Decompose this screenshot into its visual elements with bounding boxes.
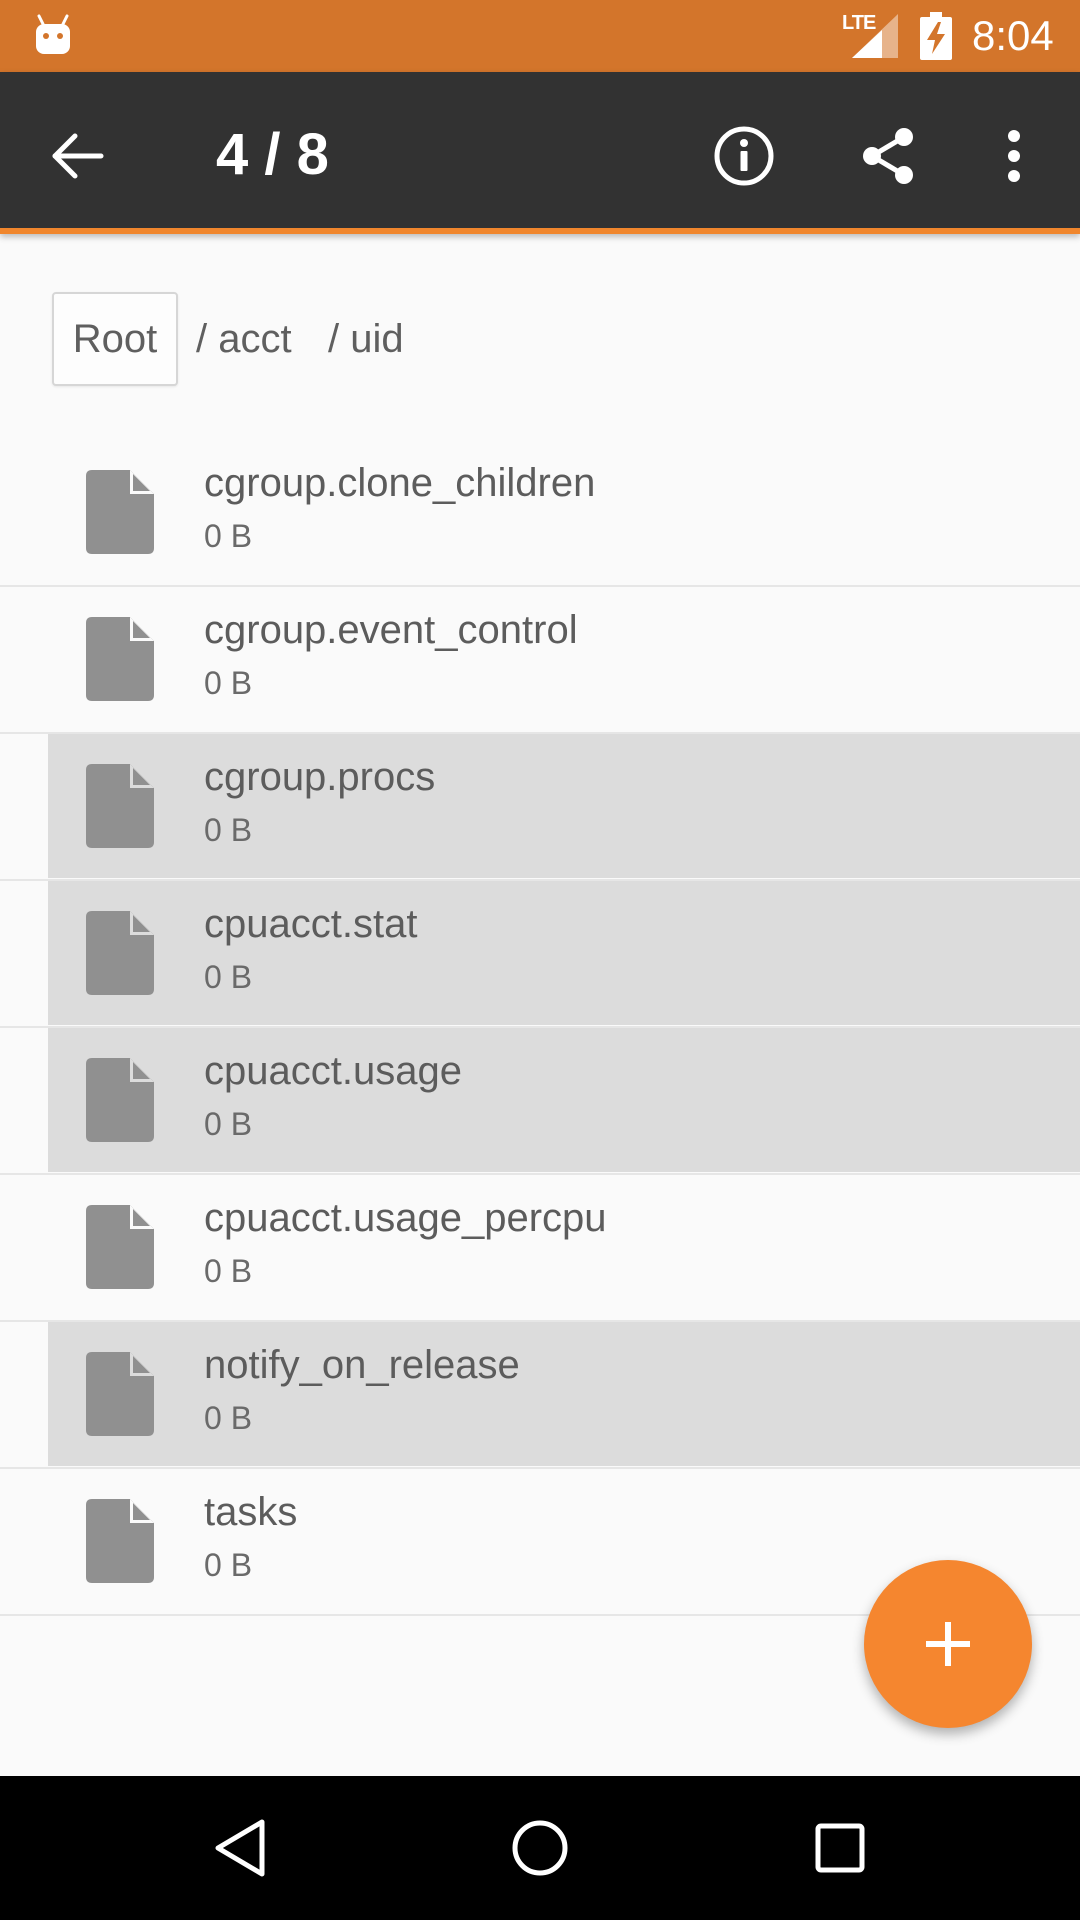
- selection-highlight: [48, 1322, 1080, 1466]
- file-size: 0 B: [204, 1400, 253, 1436]
- file-list-item[interactable]: cgroup.event_control 0 B: [0, 587, 1080, 734]
- plus-icon: [926, 1622, 970, 1666]
- info-icon: [714, 126, 774, 186]
- file-list-item[interactable]: cgroup.procs 0 B: [0, 734, 1080, 881]
- file-size: 0 B: [204, 1253, 253, 1289]
- file-name: tasks: [204, 1490, 298, 1534]
- file-size: 0 B: [204, 518, 253, 554]
- selection-highlight: [48, 881, 1080, 1025]
- file-icon: [86, 764, 154, 848]
- file-size: 0 B: [204, 665, 253, 701]
- breadcrumb-root[interactable]: Root: [52, 292, 178, 386]
- nav-recents-icon: [815, 1823, 865, 1873]
- share-icon: [863, 128, 913, 184]
- row-divider: [0, 732, 1080, 734]
- toolbar: 4 / 8: [0, 72, 1080, 234]
- file-name: cgroup.procs: [204, 755, 436, 799]
- file-list-item[interactable]: cpuacct.usage_percpu 0 B: [0, 1175, 1080, 1322]
- file-name: cpuacct.usage_percpu: [204, 1196, 607, 1240]
- file-name: cpuacct.usage: [204, 1049, 462, 1093]
- row-divider: [0, 1467, 1080, 1469]
- file-icon: [86, 1499, 154, 1583]
- row-divider: [0, 1026, 1080, 1028]
- selection-highlight: [48, 1028, 1080, 1172]
- file-icon: [86, 1205, 154, 1289]
- selection-highlight: [48, 734, 1080, 878]
- android-notification-icon: [36, 14, 70, 54]
- status-bar: LTE 8:04: [0, 0, 1080, 72]
- file-icon: [86, 470, 154, 554]
- file-list-item[interactable]: tasks 0 B: [0, 1469, 1080, 1616]
- row-divider: [0, 585, 1080, 587]
- nav-home-button[interactable]: [484, 1792, 596, 1904]
- file-list-item[interactable]: cpuacct.stat 0 B: [0, 881, 1080, 1028]
- back-button[interactable]: [30, 108, 126, 204]
- add-fab-button[interactable]: [864, 1560, 1032, 1728]
- file-name: cpuacct.stat: [204, 902, 418, 946]
- file-size: 0 B: [204, 812, 253, 848]
- arrow-left-icon: [52, 133, 104, 179]
- file-list-item[interactable]: notify_on_release 0 B: [0, 1322, 1080, 1469]
- toolbar-title: 4 / 8: [216, 122, 329, 187]
- nav-home-icon: [512, 1820, 568, 1876]
- share-button[interactable]: [840, 108, 936, 204]
- file-icon: [86, 1058, 154, 1142]
- file-name: cgroup.event_control: [204, 608, 578, 652]
- file-list-item[interactable]: cgroup.clone_children 0 B: [0, 440, 1080, 587]
- nav-recents-button[interactable]: [784, 1792, 896, 1904]
- file-name: cgroup.clone_children: [204, 461, 596, 505]
- row-divider: [0, 1320, 1080, 1322]
- breadcrumb-acct[interactable]: / acct: [196, 317, 292, 361]
- info-button[interactable]: [696, 108, 792, 204]
- navigation-bar: [0, 1776, 1080, 1920]
- row-divider: [0, 1173, 1080, 1175]
- file-size: 0 B: [204, 1547, 253, 1583]
- battery-charging-icon: [920, 12, 952, 60]
- file-name: notify_on_release: [204, 1343, 520, 1387]
- nav-back-icon: [215, 1819, 265, 1877]
- status-clock: 8:04: [972, 12, 1054, 59]
- row-divider: [0, 879, 1080, 881]
- file-icon: [86, 1352, 154, 1436]
- file-icon: [86, 617, 154, 701]
- file-icon: [86, 911, 154, 995]
- file-size: 0 B: [204, 1106, 253, 1142]
- breadcrumb-uid[interactable]: / uid: [328, 317, 404, 361]
- more-options-button[interactable]: [966, 108, 1062, 204]
- nav-back-button[interactable]: [184, 1792, 296, 1904]
- more-vert-icon: [1008, 130, 1020, 182]
- network-type-label: LTE: [842, 12, 876, 34]
- file-list-item[interactable]: cpuacct.usage 0 B: [0, 1028, 1080, 1175]
- row-divider: [0, 1614, 1080, 1616]
- cell-signal-icon: [852, 14, 898, 58]
- file-size: 0 B: [204, 959, 253, 995]
